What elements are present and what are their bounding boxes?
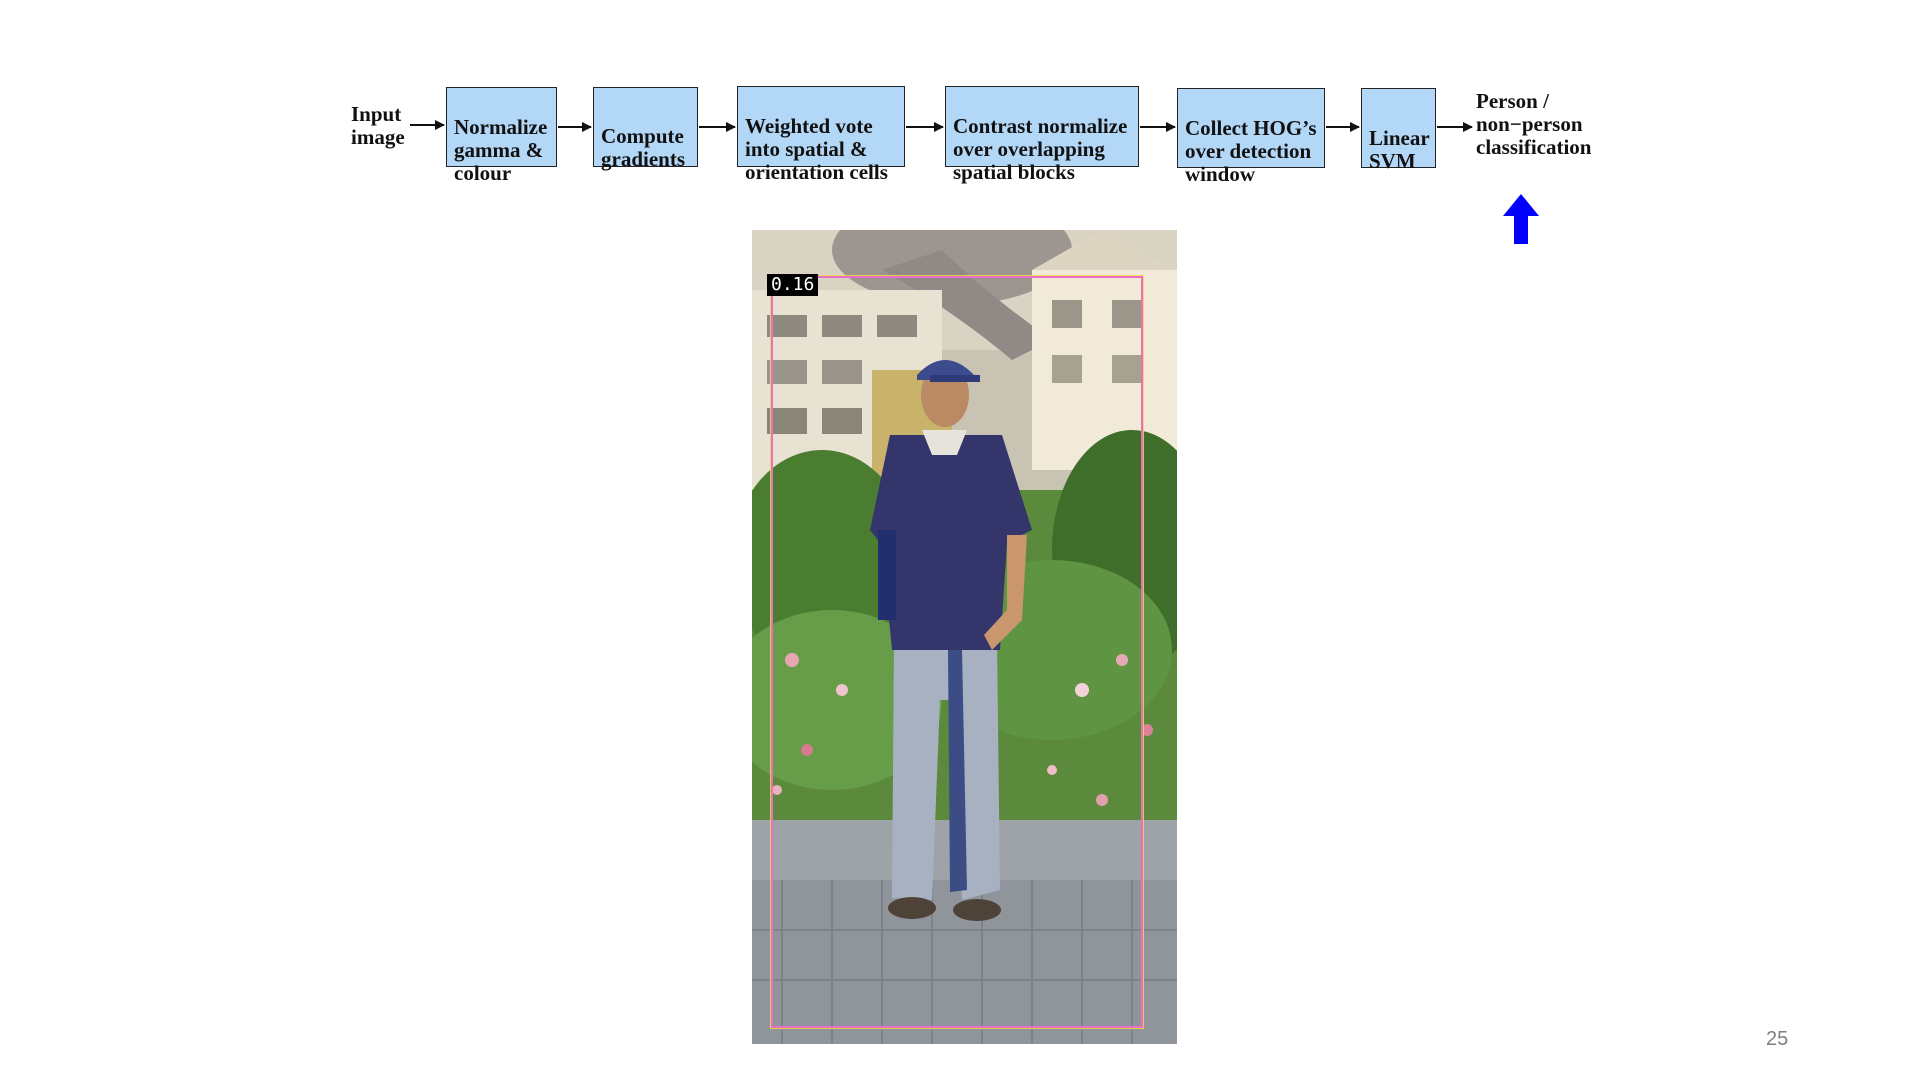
detection-bounding-box xyxy=(771,276,1143,1028)
stage-linear-svm: Linear SVM xyxy=(1361,88,1436,173)
stage-label: Compute gradients xyxy=(601,124,685,171)
stage-weighted-vote: Weighted vote into spatial & orientation… xyxy=(737,86,905,184)
stage-contrast-normalize: Contrast normalize over overlapping spat… xyxy=(945,86,1139,184)
slide-page-number: 25 xyxy=(1766,1028,1789,1050)
up-arrow-icon xyxy=(1503,194,1539,244)
stage-label: Contrast normalize over overlapping spat… xyxy=(953,114,1128,184)
stage-compute-gradients: Compute gradients xyxy=(593,87,698,171)
stage-collect-hog: Collect HOG’s over detection window xyxy=(1177,88,1325,186)
pedestrian-detection-image: 0.16 xyxy=(752,230,1177,1044)
photo-illustration xyxy=(752,230,1177,1044)
pipeline-arrows xyxy=(410,120,1473,132)
stage-label: Normalize gamma & colour xyxy=(454,115,548,185)
input-image-label: Input image xyxy=(351,102,405,149)
stage-normalize-gamma: Normalize gamma & colour xyxy=(446,87,557,185)
detection-score-label: 0.16 xyxy=(767,274,819,296)
stage-label: Linear SVM xyxy=(1369,126,1430,173)
stage-label: Collect HOG’s over detection window xyxy=(1185,116,1317,186)
person-figure xyxy=(870,360,1032,921)
stage-label: Weighted vote into spatial & orientation… xyxy=(745,114,888,184)
output-classification-label: Person / non−person classification xyxy=(1476,89,1592,159)
